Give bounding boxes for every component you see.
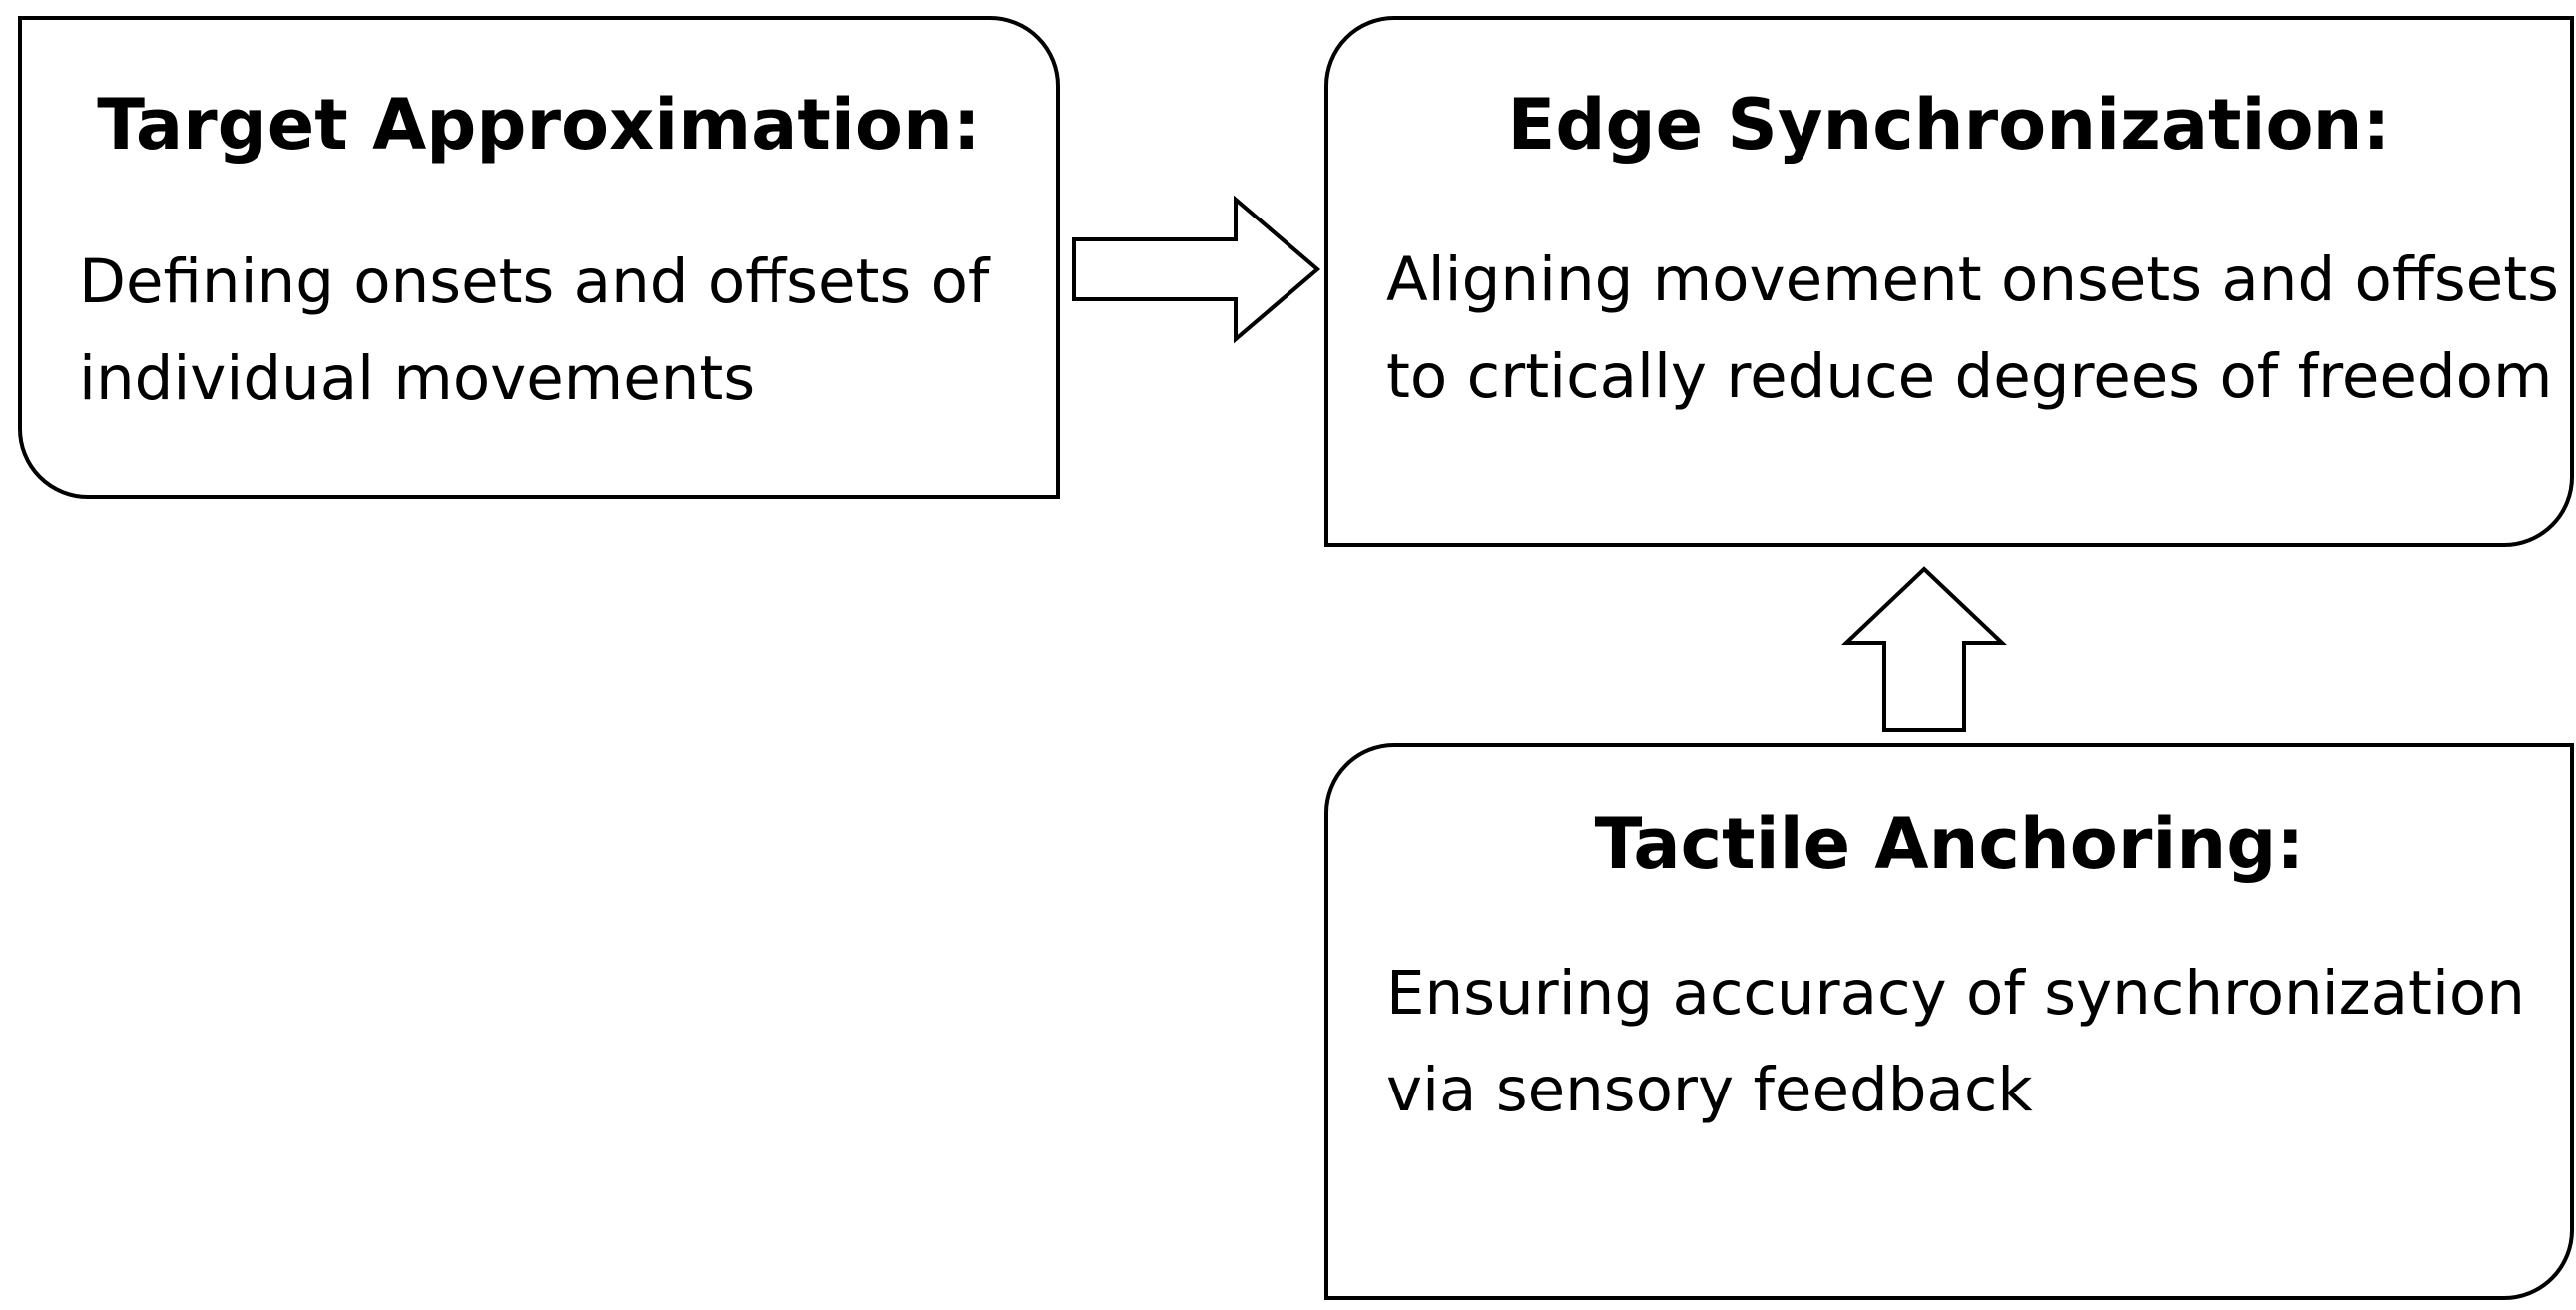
target-approximation-description: Defining onsets and offsets of individua… xyxy=(79,246,990,414)
up-arrow-icon xyxy=(1840,566,2008,732)
edge-synchronization-title: Edge Synchronization: xyxy=(1507,84,2391,166)
target-approximation-box: Target Approximation: Defining onsets an… xyxy=(18,16,1060,499)
target-approximation-title: Target Approximation: xyxy=(97,84,981,166)
edge-synchronization-box: Edge Synchronization: Aligning movement … xyxy=(1324,16,2574,547)
edge-synchronization-description: Aligning movement onsets and offsets to … xyxy=(1386,244,2559,412)
tactile-anchoring-title: Tactile Anchoring: xyxy=(1594,803,2305,885)
tactile-anchoring-description: Ensuring accuracy of synchronization via… xyxy=(1386,958,2525,1125)
tactile-anchoring-box: Tactile Anchoring: Ensuring accuracy of … xyxy=(1324,743,2574,1300)
right-arrow-icon xyxy=(1072,195,1321,344)
